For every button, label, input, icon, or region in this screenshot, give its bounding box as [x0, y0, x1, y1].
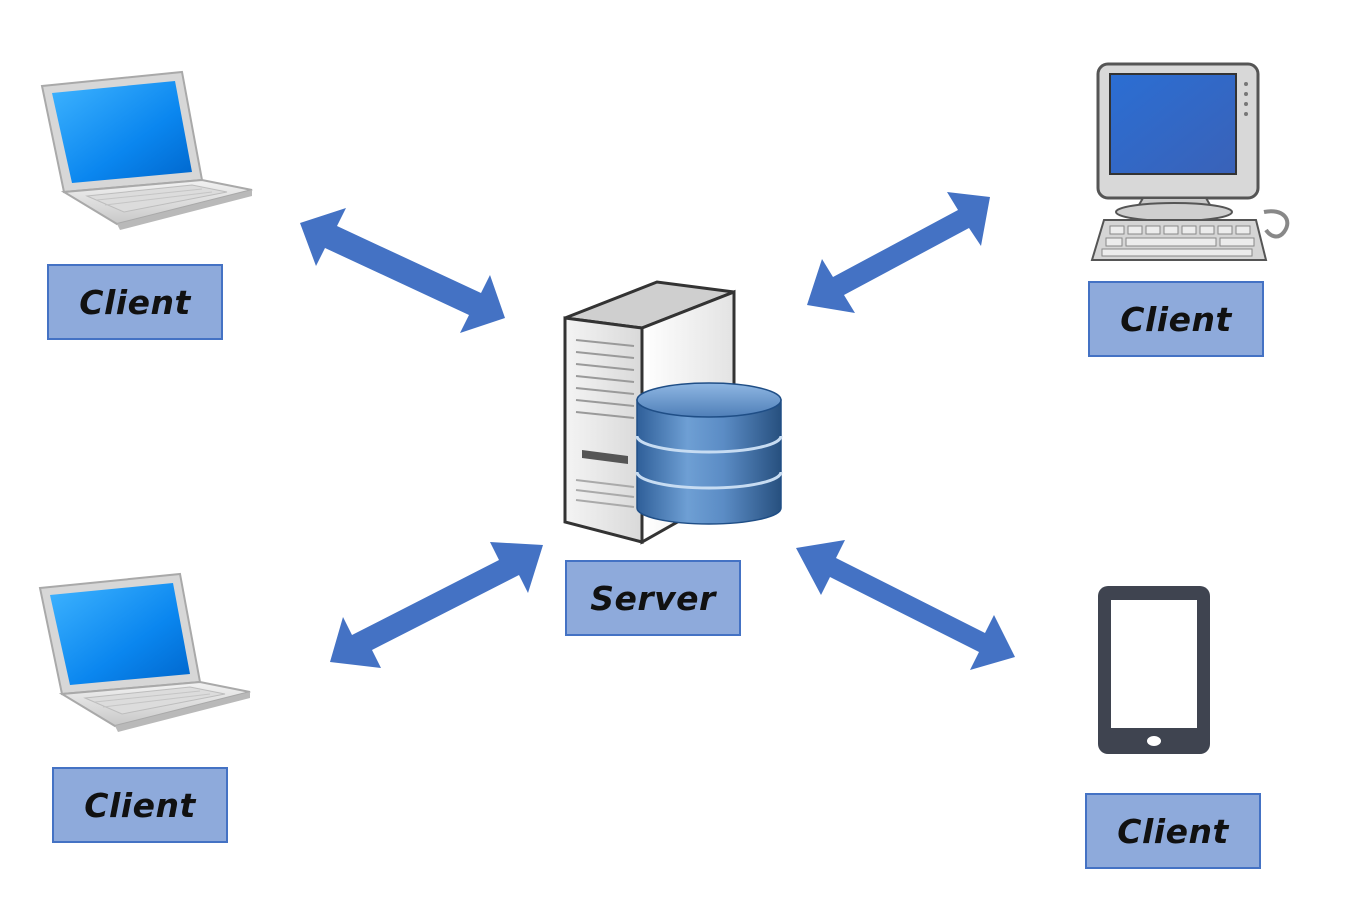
server-label: Server: [565, 560, 741, 636]
arrow-top-right-to-server: [807, 192, 990, 313]
client-label: Client: [1088, 281, 1264, 357]
client-label: Client: [47, 264, 223, 340]
laptop-icon: [38, 572, 251, 732]
tablet-icon: [1098, 586, 1210, 754]
arrow-bottom-left-to-server: [330, 542, 543, 668]
client-label: Client: [1085, 793, 1261, 869]
desktop-computer-icon: [1090, 62, 1290, 261]
laptop-icon: [40, 70, 253, 230]
client-label: Client: [52, 767, 228, 843]
arrow-bottom-right-to-server: [796, 540, 1015, 670]
arrow-top-left-to-server: [300, 208, 505, 333]
server-database-icon: [563, 280, 783, 545]
